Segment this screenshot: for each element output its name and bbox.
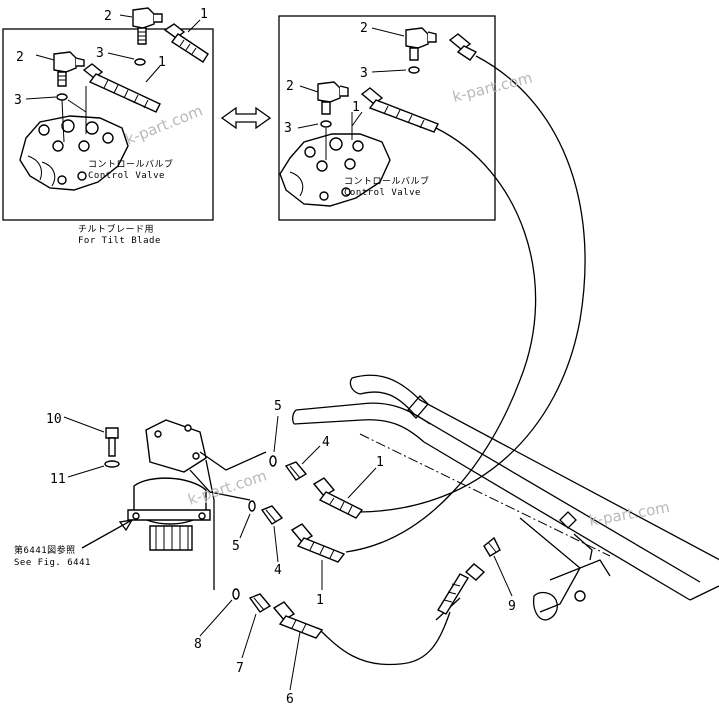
callout-4: 4 xyxy=(322,435,330,450)
reference-arrow xyxy=(81,519,134,549)
inset-right-frame xyxy=(278,15,496,221)
o-ring xyxy=(269,455,277,467)
o-ring xyxy=(134,58,146,66)
washer xyxy=(104,460,120,468)
bolt xyxy=(105,427,119,457)
inset-left-frame xyxy=(2,28,214,221)
hose xyxy=(290,523,346,563)
callout-label: 2 xyxy=(360,21,368,36)
note-jp: チルトブレード用 xyxy=(78,223,154,235)
watermark: k-part.com xyxy=(186,466,269,508)
watermark: k-part.com xyxy=(588,498,672,530)
reference-en: See Fig. 6441 xyxy=(14,558,91,568)
callout-5: 5 xyxy=(232,539,240,554)
callout-5: 5 xyxy=(274,399,282,414)
inset-left: 2 1 3 2 1 3 コントロールバルブ Control Valve チルトブ… xyxy=(2,7,214,246)
hose xyxy=(272,601,324,639)
caption-jp: コントロールバルブ xyxy=(344,175,430,187)
hose xyxy=(360,87,439,133)
o-ring xyxy=(56,93,68,101)
elbow-fitting xyxy=(317,81,349,115)
hose xyxy=(312,477,364,519)
callout-label: 1 xyxy=(200,7,208,22)
callout-label: 3 xyxy=(96,46,104,61)
callout-4: 4 xyxy=(274,563,282,578)
callout-6: 6 xyxy=(286,692,294,704)
callout-label: 1 xyxy=(352,100,360,115)
callout-11: 11 xyxy=(50,472,66,487)
watermark: k-part.com xyxy=(451,69,535,106)
o-ring xyxy=(408,66,420,74)
elbow-fitting xyxy=(405,27,437,61)
caption-en: Control Valve xyxy=(88,171,165,181)
elbow-fitting xyxy=(132,7,163,45)
callout-8: 8 xyxy=(194,637,202,652)
adapter xyxy=(284,461,308,481)
callout-1: 1 xyxy=(316,593,324,608)
watermark: k-part.com xyxy=(123,101,205,148)
hose xyxy=(82,63,161,113)
control-valve xyxy=(19,86,129,191)
adapter xyxy=(260,505,284,525)
callout-label: 2 xyxy=(104,9,112,24)
adapter xyxy=(483,536,501,557)
adapter xyxy=(248,593,272,613)
caption-jp: コントロールバルブ xyxy=(88,158,174,170)
double-arrow-icon xyxy=(220,106,272,130)
note-en: For Tilt Blade xyxy=(78,236,161,246)
hose xyxy=(437,563,486,615)
caption-en: Control Valve xyxy=(344,188,421,198)
reference-jp: 第6441図参照 xyxy=(14,544,76,556)
elbow-fitting xyxy=(53,51,85,87)
callout-1: 1 xyxy=(376,455,384,470)
inset-right: 2 3 2 1 3 コントロールバルブ Control Valve xyxy=(278,15,496,221)
callout-label: 2 xyxy=(286,79,294,94)
o-ring xyxy=(232,588,240,600)
hydraulic-motor xyxy=(127,419,267,590)
callout-label: 2 xyxy=(16,50,24,65)
callout-label: 3 xyxy=(14,93,22,108)
callout-9: 9 xyxy=(508,599,516,614)
callout-label: 3 xyxy=(360,66,368,81)
callout-10: 10 xyxy=(46,412,62,427)
frame-structure xyxy=(292,374,719,621)
hose xyxy=(163,23,209,63)
o-ring xyxy=(248,500,256,512)
callout-7: 7 xyxy=(236,661,244,676)
callout-label: 3 xyxy=(284,121,292,136)
hose-fitting xyxy=(448,33,478,61)
o-ring xyxy=(320,120,332,128)
callout-label: 1 xyxy=(158,55,166,70)
